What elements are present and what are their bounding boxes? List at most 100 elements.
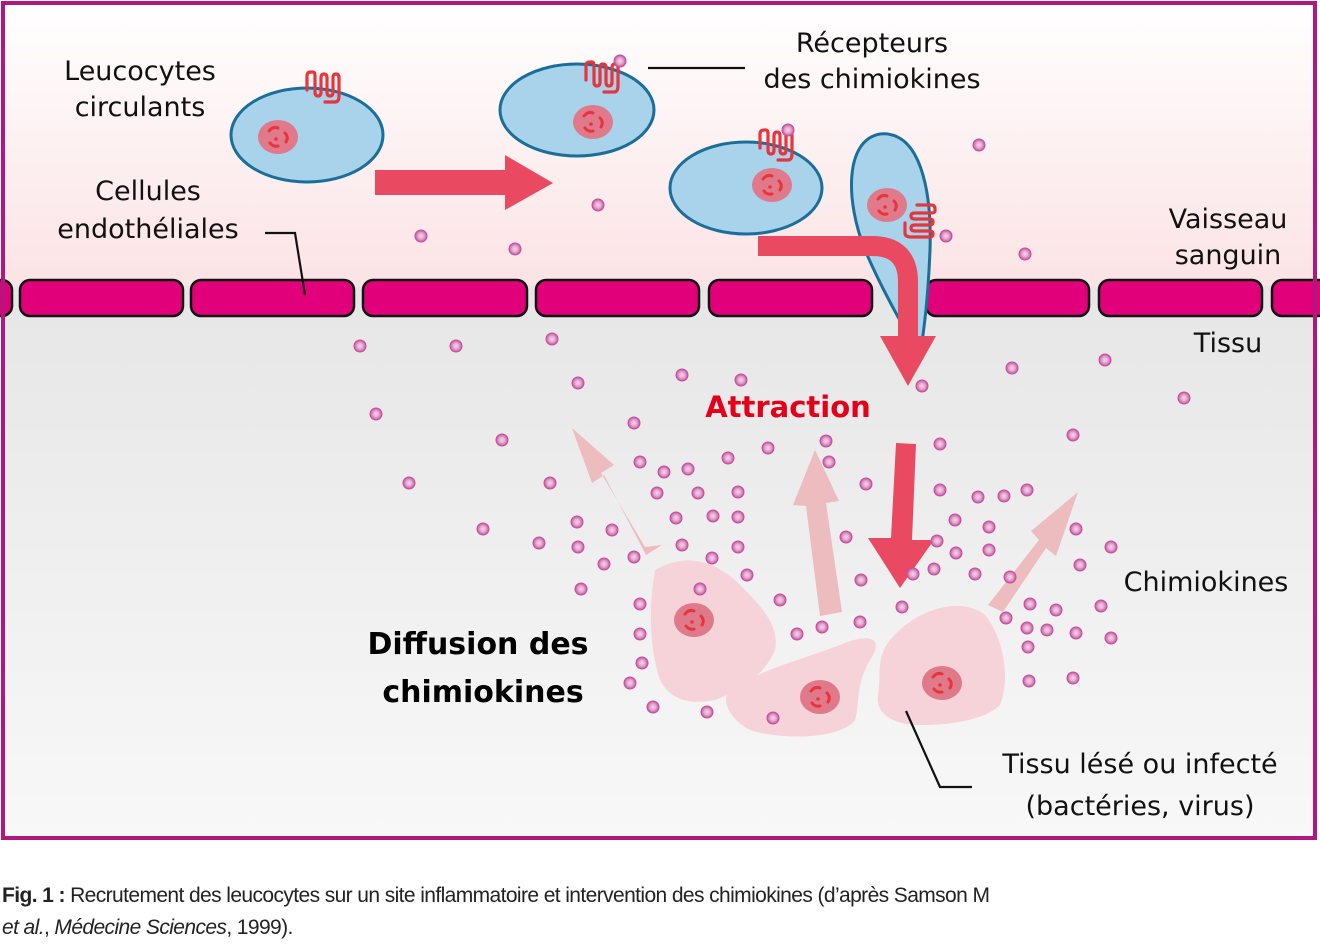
label-leucocytes-1: Leucocytes — [64, 56, 216, 87]
blood-vessel-region — [3, 3, 1315, 286]
diffusion-arrow-up-left — [572, 428, 662, 555]
chemokine-dot — [545, 332, 559, 346]
label-chimiokines: Chimiokines — [1124, 567, 1289, 598]
chemokine-dots — [353, 138, 1191, 725]
endothelial-cell — [534, 278, 701, 318]
chemokine-dot — [543, 476, 557, 490]
chemokine-dot — [819, 434, 833, 448]
nucleus-icon — [750, 166, 794, 204]
chemokine-dot — [1022, 674, 1036, 688]
damaged-tissue-cells — [650, 560, 1005, 737]
chemokine-dot — [1066, 428, 1080, 442]
chemokine-dot — [476, 522, 490, 536]
chemokine-dot — [574, 582, 588, 596]
chemokine-dot — [731, 485, 745, 499]
endothelial-cell — [1097, 278, 1264, 318]
chemokine-dot — [1177, 391, 1191, 405]
chemokine-dot — [1005, 361, 1019, 375]
chemokine-dot — [997, 489, 1011, 503]
chemokine-dot — [449, 339, 463, 353]
chemokine-dot — [734, 373, 748, 387]
label-tissu-lese-2: (bactéries, virus) — [1026, 791, 1255, 822]
chemokine-dot — [927, 562, 941, 576]
attraction-arrow — [868, 443, 934, 588]
chemokine-dot — [731, 540, 745, 554]
migration-arrow-1 — [375, 155, 553, 210]
chemokine-dot — [1023, 597, 1037, 611]
chemokine-dot — [1069, 626, 1083, 640]
label-tissu: Tissu — [1193, 328, 1262, 359]
nucleus-icon — [920, 664, 964, 702]
caption-text: Recrutement des leucocytes sur un site i… — [64, 884, 990, 907]
chemokine-dot — [657, 465, 671, 479]
chemokine-dot — [627, 416, 641, 430]
chemokine-dot — [972, 138, 986, 152]
chemokine-dot — [1049, 603, 1063, 617]
chemokine-dot — [790, 627, 804, 641]
tissue-region — [3, 286, 1315, 838]
chemokine-dot — [675, 538, 689, 552]
chemokine-dot — [906, 567, 920, 581]
chemokine-dot — [650, 486, 664, 500]
chemokine-dot — [773, 593, 787, 607]
chemokine-dot — [706, 509, 720, 523]
chemokine-dot — [532, 536, 546, 550]
chemokine-dot — [731, 510, 745, 524]
label-cellules-2: endothéliales — [57, 214, 238, 245]
chemokine-dot — [822, 455, 836, 469]
caption-fig-label: Fig. 1 : — [2, 884, 65, 907]
chemokine-dot — [948, 513, 962, 527]
chemokine-dot — [933, 483, 947, 497]
chemokine-dot — [495, 433, 509, 447]
chemokine-dot — [605, 523, 619, 537]
chemokine-dot — [691, 486, 705, 500]
chemokine-dot — [597, 557, 611, 571]
endothelial-cell — [18, 278, 185, 318]
tissue-cell — [650, 560, 776, 702]
figure-caption: Fig. 1 : Recrutement des leucocytes sur … — [2, 880, 1320, 944]
tissue-cell — [726, 638, 876, 737]
chemokine-dot — [669, 511, 683, 525]
chemokine-dot — [1098, 353, 1112, 367]
chemokine-dot — [705, 551, 719, 565]
label-vaisseau-1: Vaisseau — [1169, 204, 1288, 235]
chemokine-dot — [1104, 631, 1118, 645]
endothelial-layer — [0, 278, 1320, 318]
chemokine-dot — [982, 543, 996, 557]
chemokine-dot — [761, 441, 775, 455]
chemokine-dot — [949, 546, 963, 560]
label-diffusion-1: Diffusion des — [367, 627, 588, 662]
caption-authors: et al. — [2, 916, 45, 939]
chemokine-dot — [930, 534, 944, 548]
chemokine-dot — [1094, 599, 1108, 613]
chemokine-dot — [693, 582, 707, 596]
leukocyte-rolling — [668, 123, 824, 236]
chemokine-dot — [414, 229, 428, 243]
endothelial-cell — [189, 278, 356, 318]
chemokine-dot — [853, 615, 867, 629]
transmigration-arrow — [758, 236, 918, 338]
diffusion-arrow-up — [793, 450, 842, 616]
endothelial-cell — [924, 278, 1091, 318]
chemokine-dot — [1003, 570, 1017, 584]
chemokine-dot — [982, 520, 996, 534]
chemokine-dot — [508, 242, 522, 256]
chemokine-dot — [1040, 623, 1054, 637]
nucleus-icon — [865, 186, 909, 224]
chemokine-dot — [675, 368, 689, 382]
chemokine-dot — [1018, 247, 1032, 261]
chemokine-dot — [353, 339, 367, 353]
label-cellules-1: Cellules — [95, 176, 201, 207]
chemokine-dot — [721, 451, 735, 465]
chemokine-dot — [571, 540, 585, 554]
nucleus-icon — [672, 601, 716, 639]
chemokine-dot — [369, 407, 383, 421]
endothelial-leader-line — [265, 231, 307, 296]
chemokine-dot — [591, 198, 605, 212]
chemokine-dot — [1069, 522, 1083, 536]
chemokine-dot — [839, 530, 853, 544]
chemokine-dot — [633, 627, 647, 641]
label-recepteurs-2: des chimiokines — [763, 64, 980, 95]
chemokine-dot — [635, 656, 649, 670]
chemokine-dot — [854, 573, 868, 587]
